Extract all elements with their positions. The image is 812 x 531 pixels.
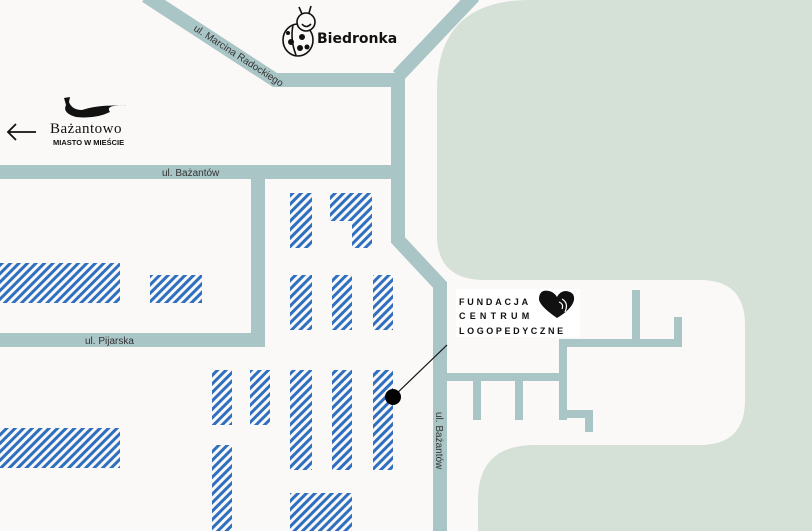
bazantowo-logo: Bażantowo MIASTO W MIEŚCIE (6, 97, 128, 147)
street-label-pijarska: ul. Pijarska (85, 336, 134, 347)
fundacja-logo: FUNDACJA CENTRUM LOGOPEDYCZNE (456, 289, 580, 337)
biedronka-logo: Biedronka (282, 5, 397, 57)
fundacja-line-1: FUNDACJA (459, 297, 531, 307)
pheasant-icon (64, 97, 128, 118)
side-streets (440, 290, 682, 432)
street-label-bazantow-vertical: ul. Bażantów (433, 412, 444, 470)
arrow-left-icon (6, 123, 36, 141)
ladybug-icon (282, 5, 316, 57)
biedronka-name: Biedronka (317, 31, 397, 47)
road-bazantow-main (391, 74, 447, 531)
marker-leader-line (392, 344, 448, 398)
street-label-bazantow-horizontal: ul. Bażantów (162, 168, 220, 179)
street-label-radockiego: ul. Marcina Radockiego (191, 23, 285, 89)
heart-speech-icon (538, 290, 575, 318)
bazantowo-name: Bażantowo (50, 121, 122, 137)
road-radockiego (142, 0, 404, 87)
buildings (0, 193, 393, 531)
location-marker[interactable] (385, 389, 401, 405)
road-top-diagonal (392, 0, 480, 81)
bazantowo-tagline: MIASTO W MIEŚCIE (53, 138, 124, 147)
green-area (437, 0, 812, 531)
fundacja-line-3: LOGOPEDYCZNE (459, 326, 566, 336)
fundacja-line-2: CENTRUM (459, 311, 533, 321)
